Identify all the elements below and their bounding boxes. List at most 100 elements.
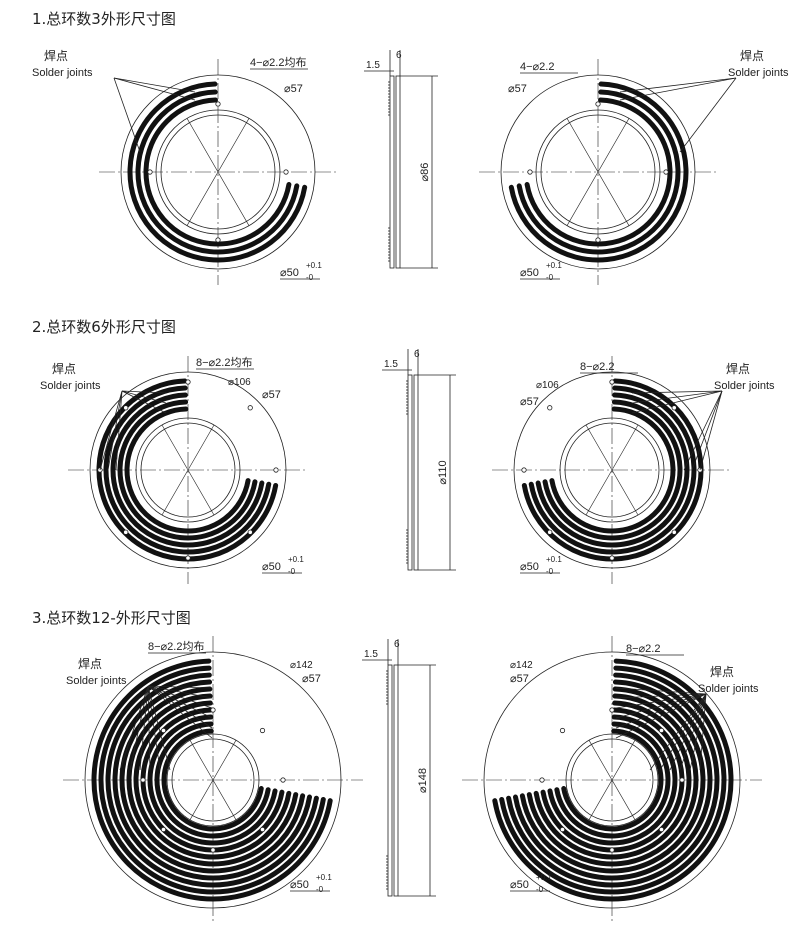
mounting-hole [547,405,553,411]
side-height-label: 6 [394,639,400,650]
slip-ring-track [512,679,713,881]
slip-ring-track [135,89,300,255]
bore-diameter-label: ⌀50 [280,267,299,279]
slip-ring-track [561,728,664,832]
solder-joint-leader [121,390,167,414]
mounting-hole [609,379,615,385]
solder-joint-leader [649,693,707,771]
solder-joint-leader [631,390,723,404]
hub-diameter-label: ⌀57 [262,389,281,401]
solder-joint-leader [679,693,707,771]
solder-joint-label-en: Solder joints [66,675,127,687]
mounting-hole [547,529,553,535]
tolerance-plus-label: +0.1 [536,873,552,882]
solder-joint-leader [119,685,149,771]
hub-diameter-label: ⌀57 [284,83,303,95]
mounting-hole [160,826,167,833]
tolerance-minus-label: -0 [546,567,554,576]
slip-ring-track [154,721,271,839]
solder-joint-leader [615,693,707,699]
side-view-board [387,664,393,897]
tolerance-plus-label: +0.1 [546,261,562,270]
tolerance-minus-label: -0 [306,273,314,282]
tolerance-plus-label: +0.1 [546,555,562,564]
slip-ring-track [124,406,251,534]
slip-ring-track [119,686,306,874]
solder-joint-leader [147,685,213,729]
mounting-hole [123,529,129,535]
mounting-holes-label: 8−⌀2.2 [626,643,660,655]
solder-joint-leader [669,693,707,771]
slip-ring-track [506,672,720,888]
solder-joint-leader [113,77,196,93]
mounting-hole [559,727,566,734]
mounting-hole [247,529,253,535]
solder-joint-label-cn: 焊点 [44,48,68,63]
mounting-hole [123,405,129,411]
slip-ring-track [91,658,333,902]
radial-line [588,740,636,820]
mounting-hole [671,405,677,411]
solder-joint-label-cn: 焊点 [740,48,764,63]
bore-diameter-label: ⌀50 [520,561,539,573]
mounting-holes-label: 4−⌀2.2均布 [250,56,306,69]
mounting-hole [658,826,665,833]
solder-joint-leader [659,693,707,771]
solder-joint-leader [615,693,707,739]
pcb-outer-diameter-label: ⌀106 [536,380,559,391]
solder-joint-label-cn: 焊点 [52,361,76,376]
slip-ring-track [547,714,678,846]
slip-ring-track [549,406,676,534]
tolerance-minus-label: -0 [536,885,544,894]
solder-joint-leader [147,685,213,689]
mounting-hole [609,847,615,853]
mounting-hole [527,169,533,175]
solder-joint-leader [147,685,213,709]
solder-joint-leader [139,685,149,771]
pcb-outer-diameter-label: ⌀142 [510,660,533,671]
hub-diameter-label: ⌀57 [510,673,529,685]
side-view-brush-block [395,75,401,269]
bore-diameter-label: ⌀50 [290,879,309,891]
solder-joint-leader [147,685,161,771]
solder-joint-leader [147,685,171,771]
solder-joint-leader [615,693,707,709]
hub-diameter-label: ⌀57 [508,83,527,95]
solder-joint-label-cn: 焊点 [78,656,102,671]
solder-joint-leader [691,390,723,471]
mounting-hole [283,169,289,175]
slip-ring-track [533,700,692,860]
slip-ring-track [508,81,689,263]
slip-ring-track [147,714,278,846]
solder-joint-leader [129,685,149,771]
mounting-hole [609,555,615,561]
slip-ring-track [526,693,699,867]
solder-joint-leader [679,77,737,153]
mounting-holes-label: 8−⌀2.2均布 [148,640,204,653]
side-thickness-label: 1.5 [364,649,378,660]
side-total-diameter-label: ⌀148 [417,768,429,793]
solder-joint-leader [689,693,707,771]
solder-joint-leader [619,77,737,101]
side-view-board [389,75,395,269]
side-thickness-label: 1.5 [366,60,380,71]
solder-joint-label-en: Solder joints [728,67,789,79]
solder-joint-label-en: Solder joints [698,683,759,695]
solder-joint-leader [631,390,723,394]
radial-line [189,740,237,820]
solder-joint-label-cn: 焊点 [710,664,734,679]
mounting-hole [160,727,167,734]
solder-joint-leader [113,77,196,101]
bore-diameter-label: ⌀50 [510,879,529,891]
slip-ring-track [133,700,292,860]
solder-joint-leader [619,77,737,93]
slip-ring-track [126,693,299,867]
slip-ring-track [140,707,285,853]
solder-joint-label-cn: 焊点 [726,361,750,376]
slip-ring-track [143,97,292,247]
slip-ring-track [519,686,706,874]
radial-line [566,118,630,226]
tolerance-minus-label: -0 [546,273,554,282]
solder-joint-leader [99,390,123,471]
